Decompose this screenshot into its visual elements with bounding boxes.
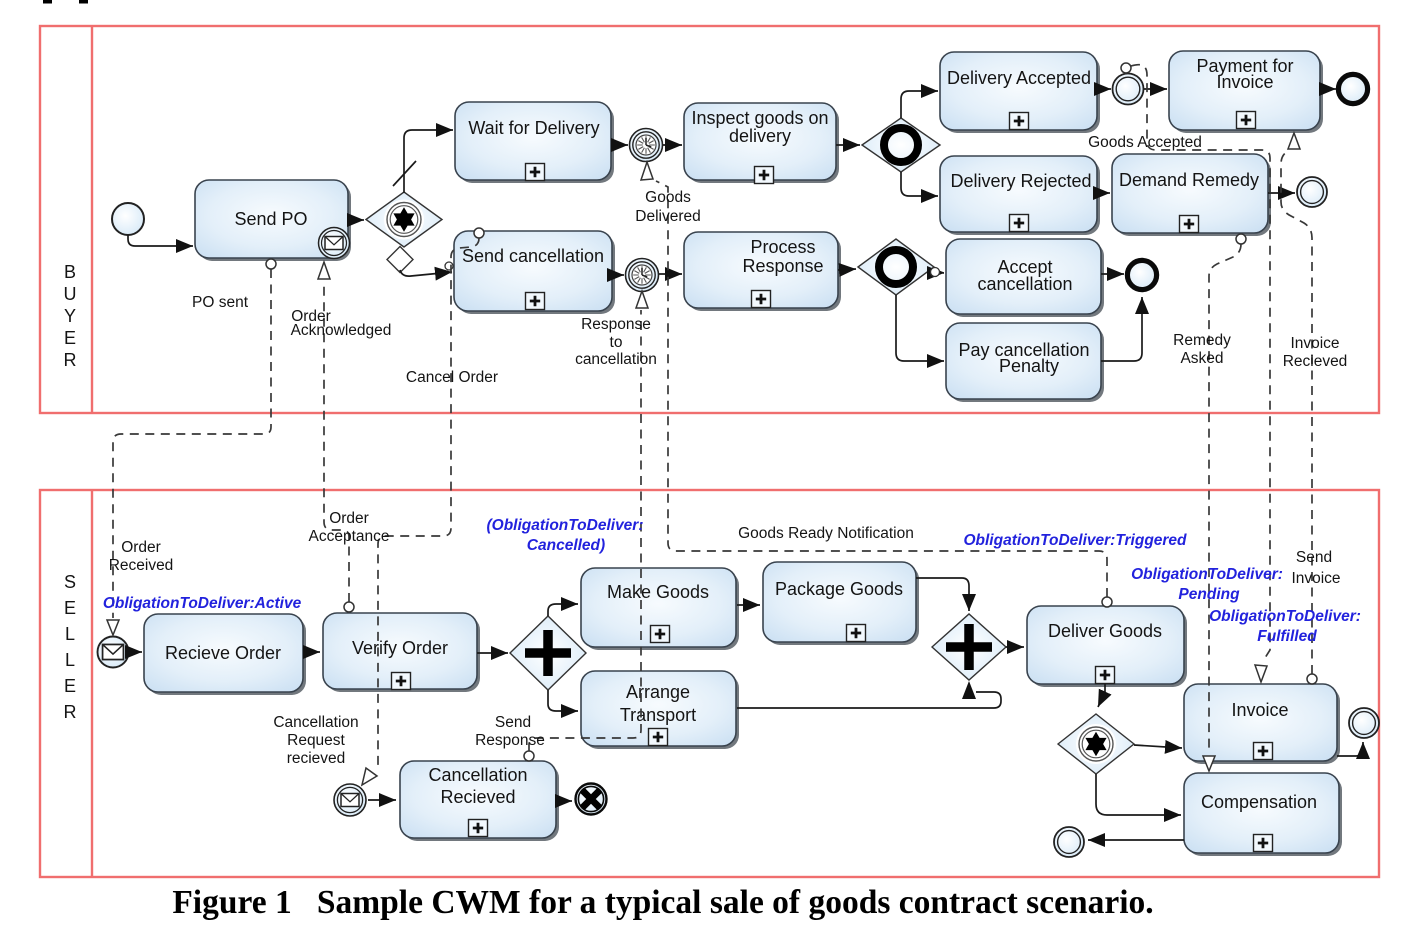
- svg-text:Demand Remedy: Demand Remedy: [1119, 170, 1259, 190]
- svg-text:Cancel Order: Cancel Order: [406, 369, 498, 386]
- svg-text:delivery: delivery: [729, 126, 791, 146]
- svg-text:Goods: Goods: [645, 189, 691, 206]
- svg-text:Recieved: Recieved: [1283, 353, 1348, 370]
- svg-text:R: R: [64, 702, 77, 722]
- svg-text:Pending: Pending: [1178, 586, 1240, 603]
- svg-text:Delivered: Delivered: [635, 208, 700, 225]
- svg-text:Cancelled): Cancelled): [527, 537, 605, 554]
- svg-text:Recieve Order: Recieve Order: [165, 643, 281, 663]
- svg-text:(ObligationToDeliver:: (ObligationToDeliver:: [486, 517, 643, 534]
- svg-text:cancellation: cancellation: [575, 351, 657, 368]
- svg-text:Process: Process: [750, 237, 815, 257]
- svg-text:Verify Order: Verify Order: [352, 638, 448, 658]
- svg-text:Pay cancellation: Pay cancellation: [958, 340, 1089, 360]
- svg-text:Response: Response: [475, 732, 545, 749]
- svg-text:Remedy: Remedy: [1173, 332, 1231, 349]
- svg-text:Send: Send: [495, 714, 531, 731]
- svg-text:Package Goods: Package Goods: [775, 579, 903, 599]
- svg-text:PO sent: PO sent: [192, 294, 249, 311]
- svg-text:B: B: [64, 262, 76, 282]
- svg-text:E: E: [64, 598, 76, 618]
- svg-text:L: L: [65, 650, 75, 670]
- svg-text:Invoice: Invoice: [1231, 700, 1288, 720]
- svg-text:Make Goods: Make Goods: [607, 582, 709, 602]
- svg-text:Asked: Asked: [1180, 350, 1223, 367]
- svg-text:Deliver Goods: Deliver Goods: [1048, 621, 1162, 641]
- svg-text:Invoice: Invoice: [1216, 72, 1273, 92]
- svg-text:Response: Response: [581, 316, 651, 333]
- svg-text:Send cancellation: Send cancellation: [462, 246, 604, 266]
- svg-text:Send: Send: [1296, 549, 1332, 566]
- svg-text:Delivery Rejected: Delivery Rejected: [950, 171, 1091, 191]
- svg-text:Order: Order: [291, 308, 331, 325]
- svg-text:ObligationToDeliver:Triggered: ObligationToDeliver:Triggered: [963, 532, 1187, 549]
- svg-text:Accept: Accept: [997, 257, 1052, 277]
- svg-text:Request: Request: [287, 732, 345, 749]
- svg-text:ObligationToDeliver:: ObligationToDeliver:: [1209, 608, 1361, 625]
- svg-text:Send PO: Send PO: [234, 209, 307, 229]
- svg-text:ObligationToDeliver:: ObligationToDeliver:: [1131, 566, 1283, 583]
- svg-text:Invoice: Invoice: [1290, 335, 1339, 352]
- svg-text:Y: Y: [64, 306, 76, 326]
- svg-text:R: R: [64, 350, 77, 370]
- svg-text:Fulfilled: Fulfilled: [1257, 628, 1317, 645]
- svg-text:Wait for Delivery: Wait for Delivery: [468, 118, 599, 138]
- svg-text:Goods Accepted: Goods Accepted: [1088, 134, 1202, 151]
- svg-text:Penalty: Penalty: [999, 356, 1059, 376]
- svg-text:Recieved: Recieved: [440, 787, 515, 807]
- svg-text:Inspect goods on: Inspect goods on: [691, 108, 828, 128]
- svg-text:L: L: [65, 624, 75, 644]
- svg-text:cancellation: cancellation: [977, 274, 1072, 294]
- svg-text:Cancellation: Cancellation: [428, 765, 527, 785]
- svg-text:E: E: [64, 328, 76, 348]
- svg-text:Order: Order: [329, 510, 369, 527]
- svg-text:Response: Response: [742, 256, 823, 276]
- svg-text:Arrange: Arrange: [626, 682, 690, 702]
- svg-text:Cancellation: Cancellation: [273, 714, 358, 731]
- svg-text:Received: Received: [109, 557, 174, 574]
- svg-text:Transport: Transport: [620, 705, 696, 725]
- svg-text:recieved: recieved: [287, 750, 346, 767]
- svg-text:E: E: [64, 676, 76, 696]
- svg-text:Compensation: Compensation: [1201, 792, 1317, 812]
- svg-text:Invoice: Invoice: [1291, 570, 1340, 587]
- svg-text:U: U: [64, 284, 77, 304]
- svg-text:S: S: [64, 572, 76, 592]
- svg-text:Acceptance: Acceptance: [309, 528, 390, 545]
- svg-text:Goods Ready Notification: Goods Ready Notification: [738, 525, 914, 542]
- svg-text:Order: Order: [121, 539, 161, 556]
- svg-text:Acknowledged: Acknowledged: [291, 322, 392, 339]
- svg-text:ObligationToDeliver:Active: ObligationToDeliver:Active: [103, 595, 302, 612]
- svg-text:to: to: [610, 334, 623, 351]
- svg-text:Payment for: Payment for: [1196, 56, 1293, 76]
- svg-text:Delivery Accepted: Delivery Accepted: [947, 68, 1091, 88]
- svg-text:Figure 1 Sample CWM for a ty: Figure 1 Sample CWM for a typical sale o…: [172, 884, 1153, 921]
